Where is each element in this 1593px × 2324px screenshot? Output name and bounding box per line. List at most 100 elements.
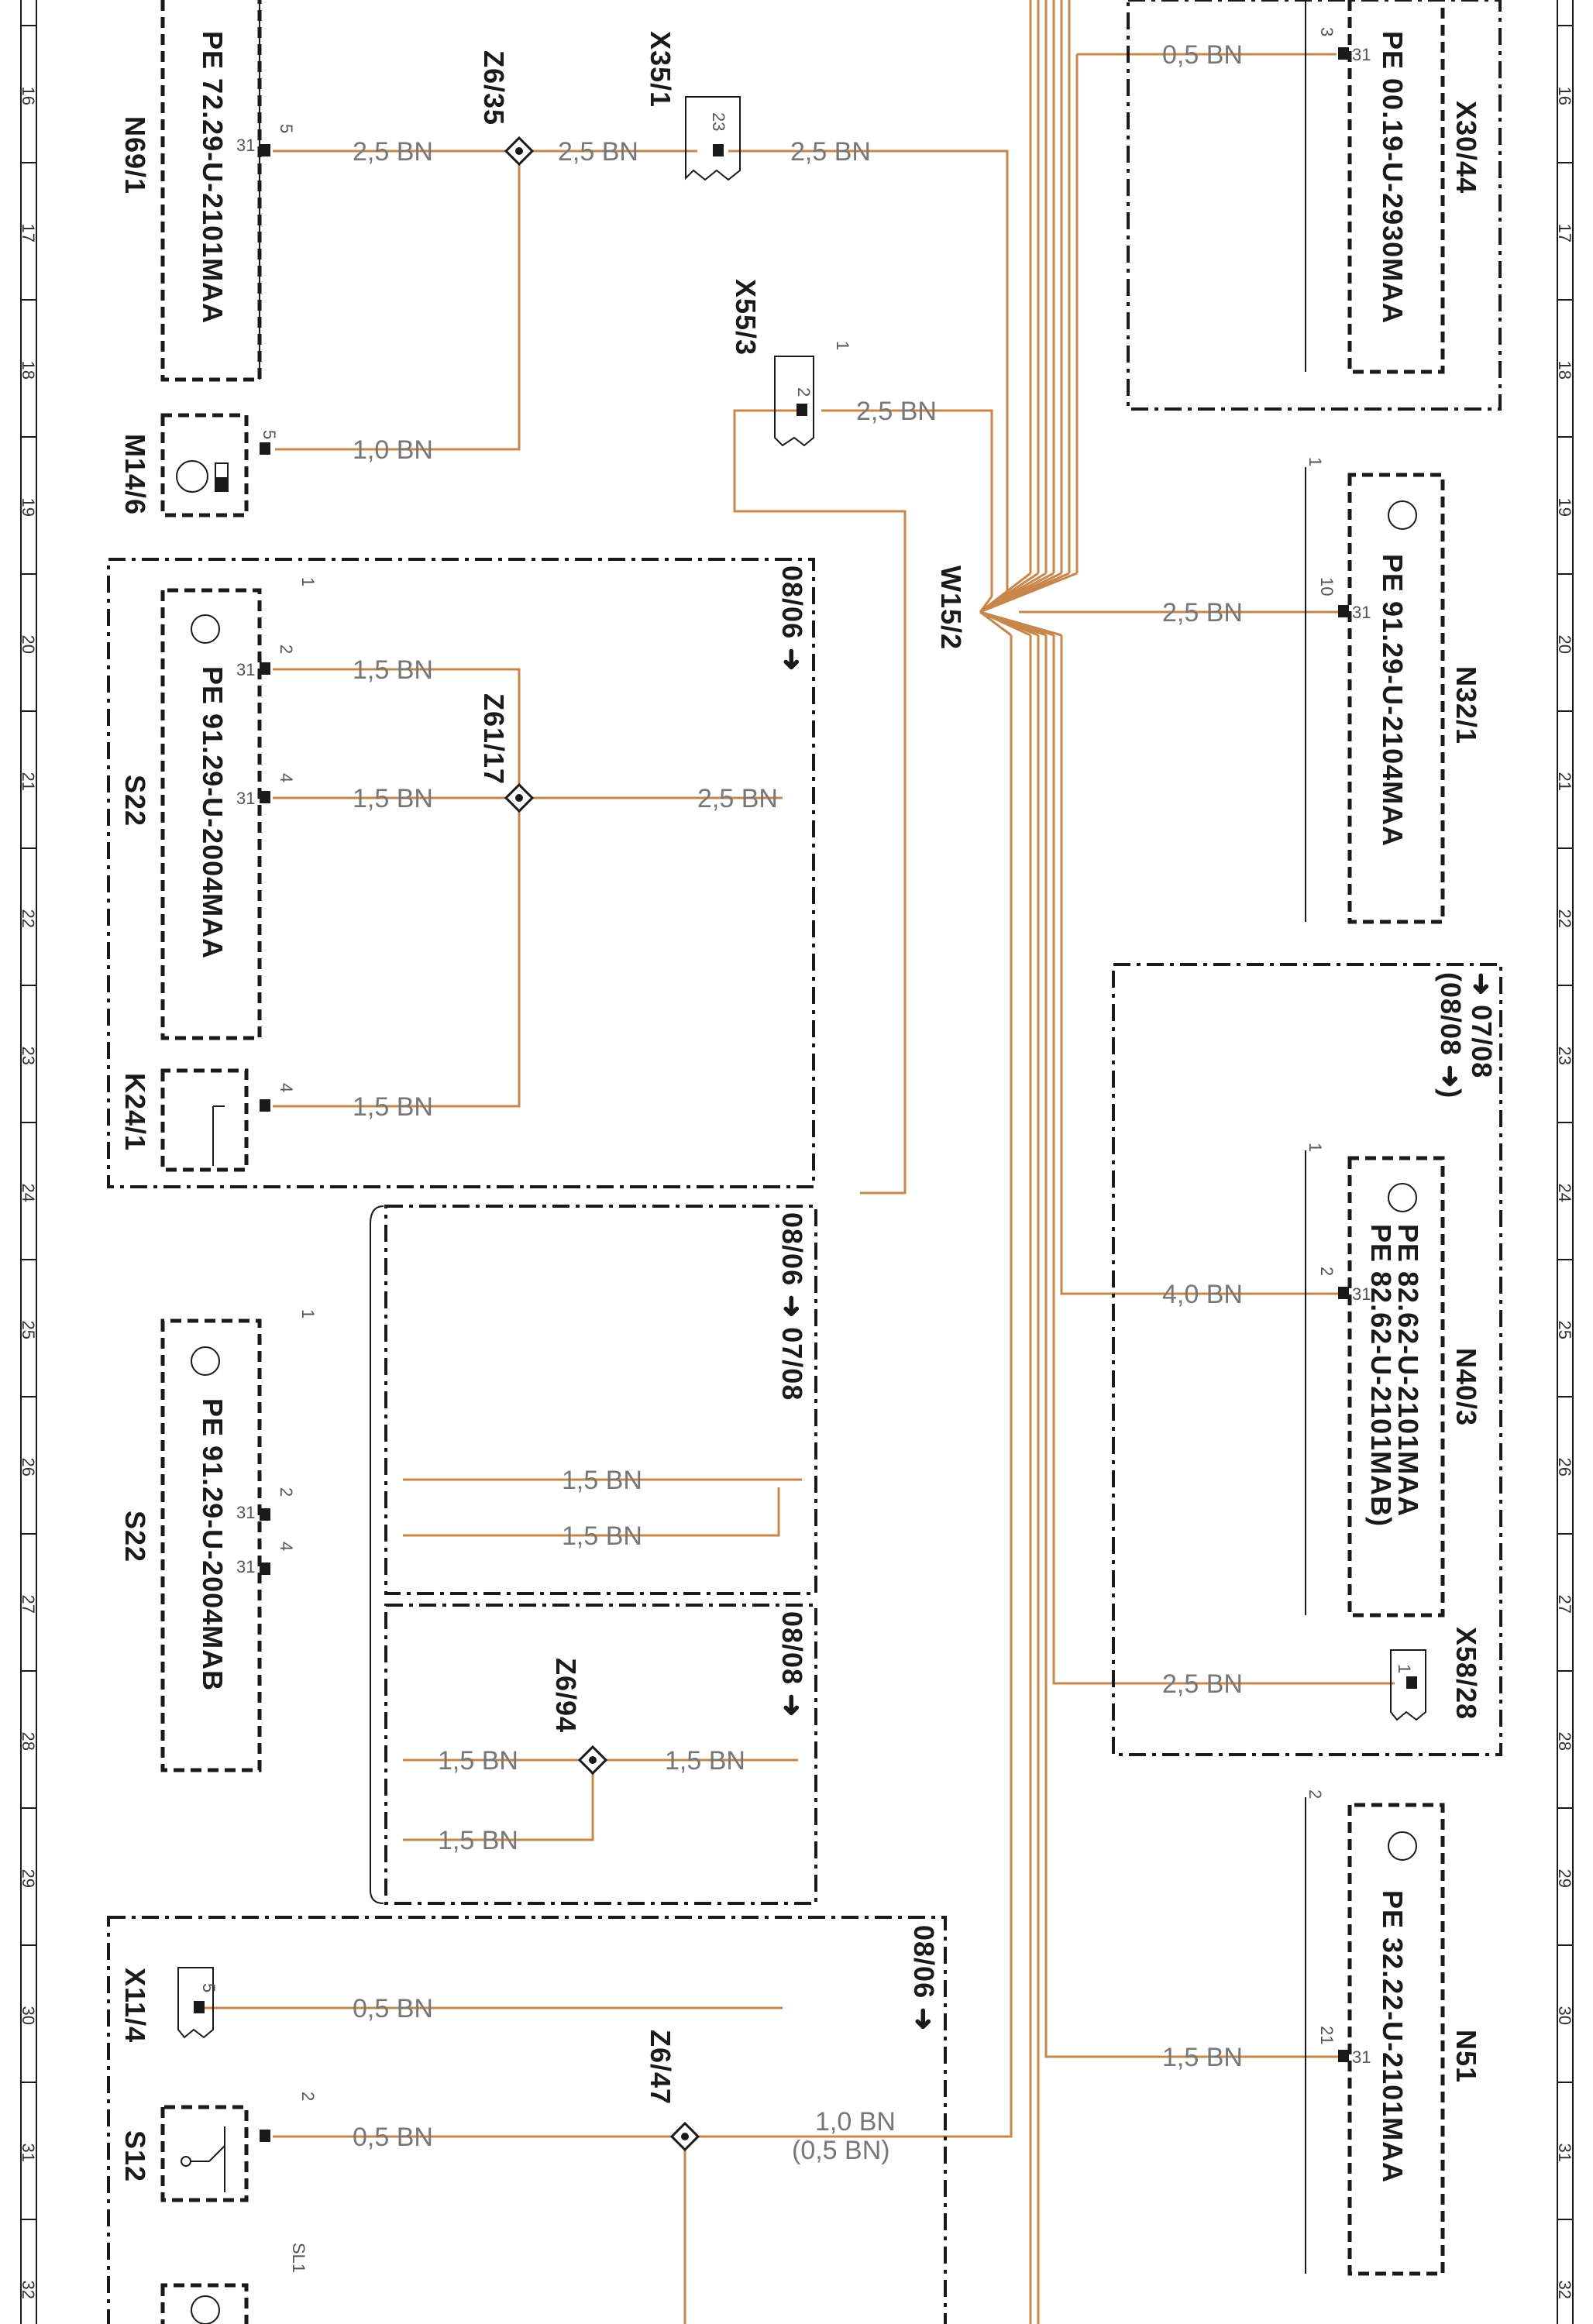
grid-row-number: 18 <box>1555 361 1574 380</box>
wire-label: 1,5 BN <box>353 655 433 685</box>
grid-row-number: 32 <box>19 2281 38 2299</box>
grid-row-number: 21 <box>1555 772 1574 791</box>
wire-label: 1,5 BN <box>562 1521 642 1551</box>
sockets <box>177 96 1426 2039</box>
grid-row-number: 31 <box>19 2144 38 2162</box>
pin-number: 2 <box>277 645 296 654</box>
wire-label: 1,5 BN <box>353 784 433 813</box>
grid-row-number: 17 <box>1555 224 1574 242</box>
pin-number: 31 <box>1352 2047 1371 2067</box>
wire-label: 2,5 BN <box>1162 598 1243 627</box>
grid-right <box>1557 0 1574 2324</box>
grid-row-number: 23 <box>19 1047 38 1065</box>
grid-row-number: 24 <box>19 1184 38 1202</box>
pin-number: 1 <box>1306 1143 1325 1152</box>
component-pe-x30-44: PE 00.19-U-2930MAA <box>1377 31 1409 324</box>
grid-row-number: 26 <box>1555 1458 1574 1477</box>
grid-row-number: 19 <box>19 498 38 517</box>
pin-number: 31 <box>236 1503 255 1522</box>
grid-row-number: 30 <box>1555 2006 1574 2025</box>
splice-z61-17 <box>504 782 535 813</box>
validity-label: ➜ 07/08 <box>1466 972 1498 1078</box>
wire-label: 1,5 BN <box>665 1746 745 1776</box>
wire-label: 2,5 BN <box>697 784 778 813</box>
grid-row-number: 25 <box>1555 1321 1574 1339</box>
pin-number: 21 <box>1317 2026 1337 2044</box>
component-code-x30-44: X30/44 <box>1450 101 1482 194</box>
grid-left <box>20 0 37 2324</box>
component-code-n51: N51 <box>1450 2030 1482 2083</box>
grid-row-number: 25 <box>19 1321 38 1339</box>
wire-label: 0,5 BN <box>1162 40 1243 70</box>
component-code-x11-4: X11/4 <box>119 1968 151 2043</box>
wire-label: 2,5 BN <box>558 137 638 167</box>
wire-label: 1,5 BN <box>438 1746 518 1776</box>
grid-row-number: 32 <box>1555 2281 1574 2299</box>
wire-label: 2,5 BN <box>856 397 937 426</box>
pin-number: 2 <box>277 1487 296 1497</box>
component-pe-n40-3-a: PE 82.62-U-2101MAA <box>1392 1224 1424 1517</box>
pin-numbers: 5 31 23 1 2 5 1 2 31 4 31 4 1 2 31 4 31 … <box>199 27 1414 2101</box>
connector-code-x35-1: X35/1 <box>645 31 676 108</box>
wire-label: (0,5 BN) <box>792 2136 890 2165</box>
grid-row-number: 17 <box>19 224 38 242</box>
wire-label: 0,5 BN <box>353 1994 433 2023</box>
pin-number: 2 <box>298 2092 318 2101</box>
splice-z6-47 <box>669 2121 700 2152</box>
wire-label: 4,0 BN <box>1162 1280 1243 1309</box>
relay-symbol-icon <box>212 1105 225 1166</box>
validity-label: 08/06 ➜ <box>776 566 808 672</box>
pin-number: 2 <box>1317 1267 1337 1276</box>
splice-code-z6-35: Z6/35 <box>478 50 510 125</box>
grid-row-number: 21 <box>19 772 38 791</box>
component-code-s12: S12 <box>119 2130 151 2182</box>
pin-number: 5 <box>277 124 296 133</box>
pin-number: 5 <box>260 430 279 439</box>
validity-label: 08/06 ➜ <box>908 1925 940 2031</box>
component-code-s22: S22 <box>119 775 151 827</box>
pin-number: 4 <box>277 773 296 782</box>
component-code-x58-28: X58/28 <box>1450 1627 1482 1720</box>
splice-code-z61-17: Z61/17 <box>478 693 510 785</box>
component-pe-s22-b: PE 91.29-U-2004MAB <box>197 1398 229 1691</box>
pin-number: 31 <box>236 136 255 155</box>
wire-label: 1,5 BN <box>353 1092 433 1122</box>
grid-row-number: 29 <box>19 1869 38 1888</box>
pin-number: 1 <box>833 341 852 350</box>
wire-label: 2,5 BN <box>790 137 871 167</box>
grid-row-number: 27 <box>19 1595 38 1614</box>
splice-code-z6-94: Z6/94 <box>550 1658 582 1733</box>
component-code-k24-1: K24/1 <box>119 1073 151 1151</box>
wire-label: 2,5 BN <box>1162 1669 1243 1699</box>
pin-number: 31 <box>1352 603 1371 622</box>
validity-label: (08/08 ➜) <box>1435 972 1467 1098</box>
grid-row-number: 16 <box>1555 87 1574 105</box>
pin-number: 3 <box>1317 27 1337 36</box>
component-pe-s22: PE 91.29-U-2004MAA <box>197 666 229 959</box>
grid-row-number: 20 <box>19 635 38 654</box>
motor-symbol-icon <box>176 460 229 493</box>
component-pe-n40-3-b: PE 82.62-U-2101MAB) <box>1365 1224 1397 1527</box>
component-pe-n69-1: PE 72.29-U-2101MAA <box>197 31 229 324</box>
wire-label: 1,5 BN <box>562 1466 642 1495</box>
grid-row-number: 29 <box>1555 1869 1574 1888</box>
pin-number: 2 <box>1306 1789 1325 1799</box>
grid-row-number: 26 <box>19 1458 38 1477</box>
grid-row-number: 27 <box>1555 1595 1574 1614</box>
component-code-m14-6: M14/6 <box>119 434 151 515</box>
grid-row-number: 19 <box>1555 498 1574 517</box>
wire-label: 1,0 BN <box>353 435 433 465</box>
validity-labels: 08/06 ➜ 08/06 ➜ 07/08 08/08 ➜ 08/06 ➜ ➜ … <box>776 566 1498 2031</box>
component-boxes <box>107 0 1502 2324</box>
pin-number: 1 <box>298 1309 318 1318</box>
pin-number: 31 <box>1352 1284 1371 1304</box>
component-pe-n32-1: PE 91.29-U-2104MAA <box>1377 554 1409 847</box>
wire-labels: 2,5 BN 2,5 BN 2,5 BN 1,0 BN 2,5 BN 1,5 B… <box>353 40 1243 2165</box>
pin-number: 1 <box>1306 457 1325 466</box>
connector-code-w15-2: W15/2 <box>935 566 967 650</box>
grid-row-number: 30 <box>19 2006 38 2025</box>
validity-label: 08/06 ➜ 07/08 <box>776 1212 808 1401</box>
transistor-icon <box>191 500 1417 2324</box>
pin-number: 1 <box>1395 1664 1414 1673</box>
